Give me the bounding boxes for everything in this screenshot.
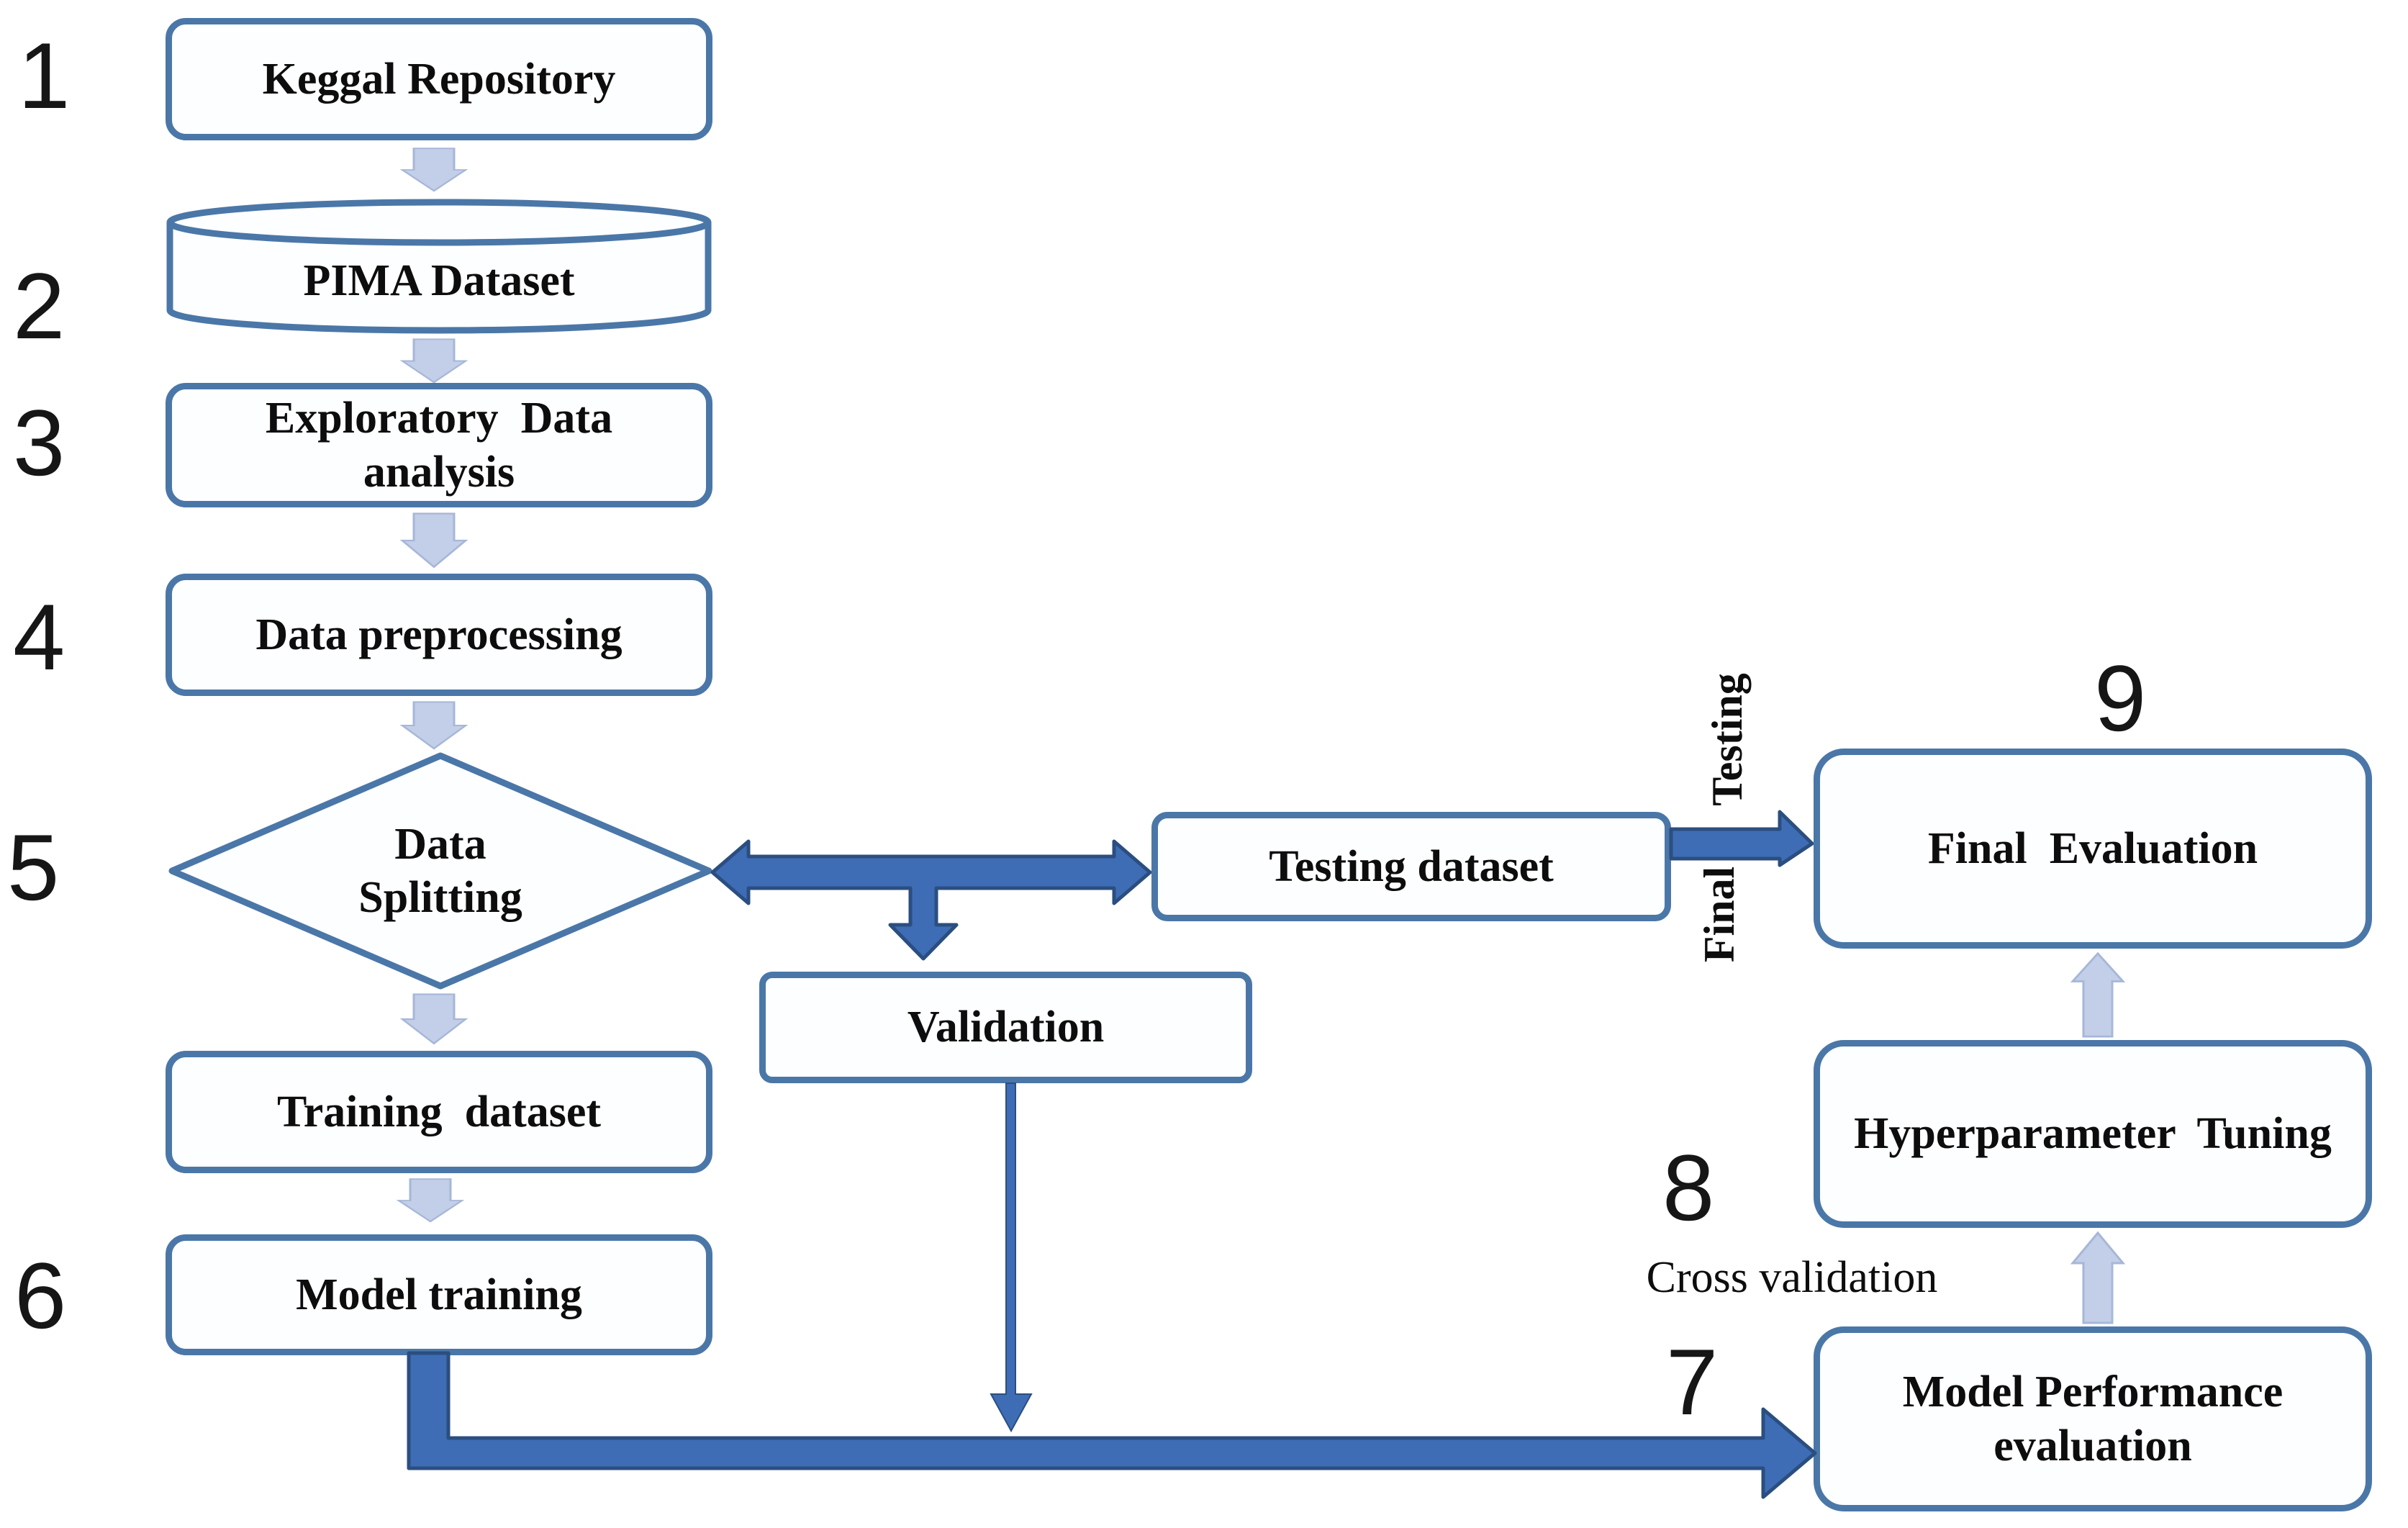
node-keggal-repository: Keggal Repository — [166, 18, 712, 140]
node-validation-label: Validation — [907, 1003, 1105, 1052]
cylinder-shape-pima — [166, 199, 712, 334]
flow-arrow-4-down — [399, 701, 469, 750]
step-number-2: 2 — [13, 253, 65, 358]
node-hyperparameter-tuning: Hyperparameter Tuning — [1814, 1040, 2372, 1228]
node-pima-dataset: PIMA Dataset — [166, 238, 712, 324]
edge-label-final-text: Final — [1696, 866, 1744, 962]
step-number-9: 9 — [2094, 646, 2147, 751]
edge-label-testing-text: Testing — [1703, 672, 1751, 806]
node-exploratory-data-analysis-label: Exploratory Data analysis — [265, 394, 613, 497]
node-final-evaluation: Final Evaluation — [1814, 749, 2372, 949]
up-arrow-tuning-to-final — [2070, 951, 2126, 1038]
edge-label-cross-validation-text: Cross validation — [1646, 1252, 1938, 1302]
node-exploratory-data-analysis: Exploratory Data analysis — [166, 383, 712, 507]
node-data-splitting-label: Data Splitting — [358, 819, 522, 922]
arrow-validation-down — [990, 1082, 1033, 1433]
node-data-splitting: Data Splitting — [168, 751, 713, 990]
flow-arrow-6-down — [396, 1178, 465, 1223]
node-training-dataset-label: Training dataset — [276, 1087, 602, 1136]
node-data-preprocessing: Data preprocessing — [166, 574, 712, 696]
flow-arrow-3-down — [399, 512, 469, 569]
node-pima-dataset-label: PIMA Dataset — [303, 256, 575, 305]
edge-label-final: Final — [1648, 866, 1792, 962]
step-number-5: 5 — [7, 815, 60, 920]
step-number-6: 6 — [14, 1243, 67, 1348]
node-testing-dataset: Testing dataset — [1151, 812, 1671, 921]
step-number-7: 7 — [1666, 1329, 1719, 1434]
flow-arrow-2-down — [399, 338, 469, 384]
node-final-evaluation-label: Final Evaluation — [1927, 823, 2258, 873]
node-model-training: Model training — [166, 1234, 712, 1355]
edge-label-cross-validation: Cross validation — [1576, 1252, 2008, 1303]
node-hyperparameter-tuning-label: Hyperparameter Tuning — [1854, 1109, 2332, 1159]
arrow-model-to-evaluation — [407, 1351, 1817, 1499]
node-data-preprocessing-label: Data preprocessing — [255, 610, 623, 659]
node-keggal-repository-label: Keggal Repository — [262, 54, 616, 104]
node-testing-dataset-label: Testing dataset — [1269, 841, 1554, 891]
node-training-dataset: Training dataset — [166, 1051, 712, 1173]
flow-arrow-5-down — [399, 993, 469, 1045]
edge-label-testing: Testing — [1619, 673, 1835, 806]
step-number-4: 4 — [13, 584, 65, 690]
step-number-1: 1 — [18, 23, 71, 128]
double-arrow-split — [710, 839, 1152, 961]
step-number-3: 3 — [13, 390, 65, 495]
step-number-8: 8 — [1662, 1135, 1715, 1240]
up-arrow-evaluation-to-tuning — [2070, 1231, 2126, 1324]
node-validation: Validation — [759, 972, 1252, 1083]
node-model-performance-evaluation-label: Model Performance evaluation — [1902, 1367, 2283, 1470]
node-model-training-label: Model training — [296, 1270, 582, 1319]
node-model-performance-evaluation: Model Performance evaluation — [1814, 1326, 2372, 1511]
diamond-shape-data-splitting — [168, 752, 712, 990]
flow-arrow-1-down — [399, 148, 469, 192]
arrow-testing-to-final — [1669, 810, 1814, 867]
